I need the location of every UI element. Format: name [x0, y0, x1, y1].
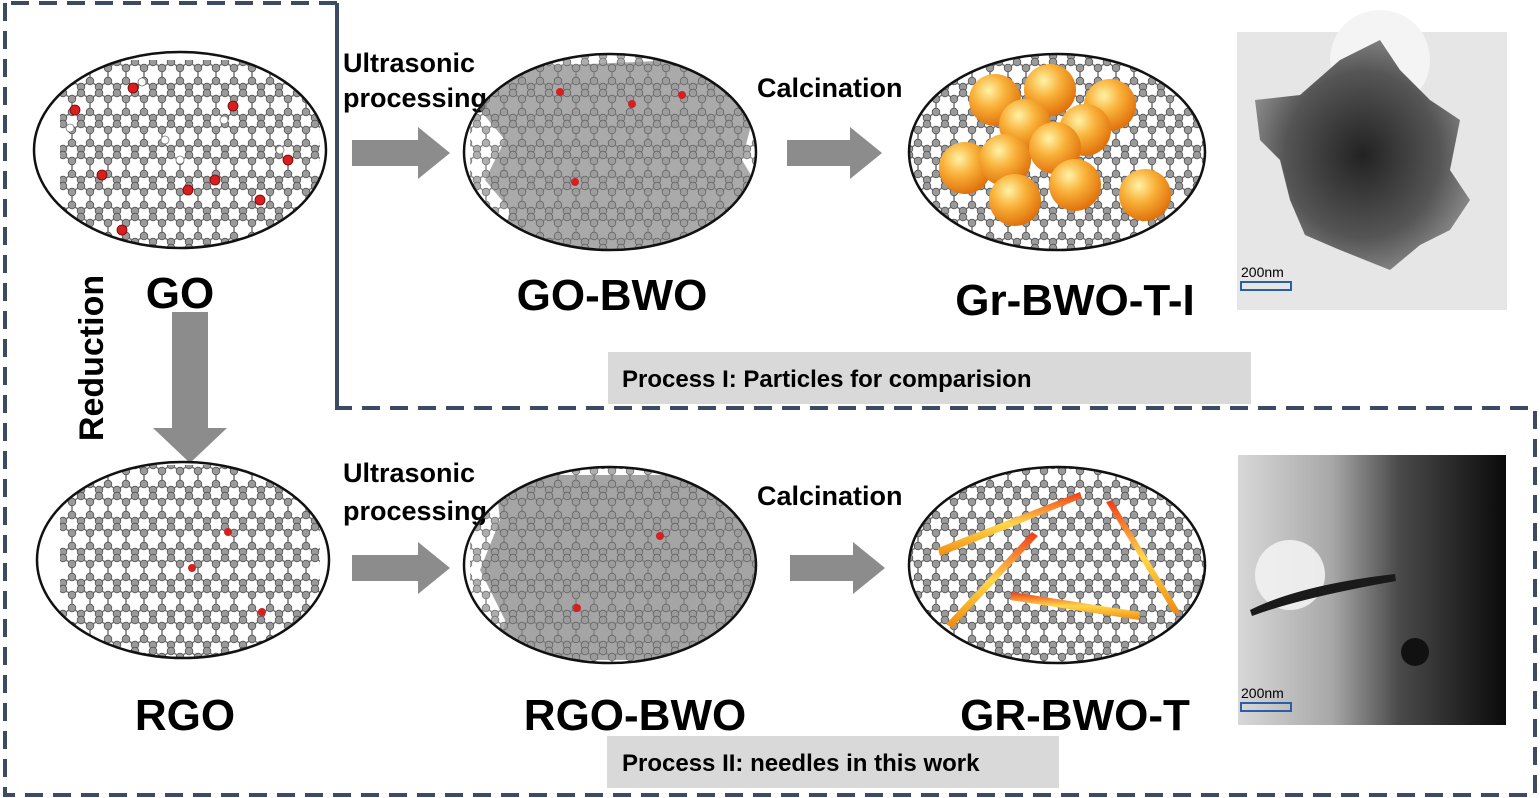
- calcination-label: Calcination: [757, 73, 903, 103]
- bwo-needles: [938, 492, 1180, 628]
- rgo-sheet: [35, 460, 331, 660]
- down-arrow-icon: [153, 312, 227, 463]
- rgo-bwo-sheet: [462, 465, 758, 665]
- ultrasonic-label-line1: Ultrasonic: [343, 458, 475, 488]
- go-bwo-sheet: [462, 52, 758, 252]
- rgo-bwo-label: RGO-BWO: [524, 691, 746, 740]
- gr-bwo-t-i-label: Gr-BWO-T-I: [955, 276, 1195, 325]
- ultrasonic-label-line1: Ultrasonic: [343, 48, 475, 78]
- calcination-step-top: Calcination: [757, 73, 903, 179]
- process-2-bar: Process II: needles in this work: [607, 736, 1059, 788]
- tem-image-top: 200nm: [1237, 10, 1507, 310]
- tem-image-bottom: 200nm: [1238, 455, 1506, 725]
- calcination-step-bottom: Calcination: [757, 481, 903, 594]
- go-bwo-label: GO-BWO: [517, 271, 708, 320]
- process-1-label: Process I: Particles for comparision: [622, 366, 1032, 393]
- process-1-bar: Process I: Particles for comparision: [608, 352, 1251, 404]
- right-arrow-icon: [352, 542, 450, 594]
- ultrasonic-label-line2: processing: [343, 83, 487, 113]
- go-sheet: [32, 50, 328, 250]
- rgo-label: RGO: [135, 691, 235, 740]
- right-arrow-icon: [787, 127, 882, 179]
- calcination-label: Calcination: [757, 481, 903, 511]
- ultrasonic-step-bottom: Ultrasonic processing: [343, 458, 487, 594]
- reduction-label: Reduction: [73, 275, 111, 441]
- gr-bwo-t-label: GR-BWO-T: [960, 691, 1190, 740]
- ultrasonic-step-top: Ultrasonic processing: [343, 48, 487, 179]
- bwo-particles: [939, 64, 1171, 226]
- gr-bwo-t-i-sheet: [907, 52, 1207, 252]
- scale-bar-bottom: 200nm: [1241, 685, 1284, 701]
- go-label: GO: [146, 269, 214, 318]
- right-arrow-icon: [790, 542, 885, 594]
- ultrasonic-label-line2: processing: [343, 496, 487, 526]
- right-arrow-icon: [352, 127, 450, 179]
- gr-bwo-t-sheet: [907, 465, 1207, 665]
- process-2-label: Process II: needles in this work: [622, 750, 980, 777]
- scale-bar-top: 200nm: [1241, 264, 1284, 280]
